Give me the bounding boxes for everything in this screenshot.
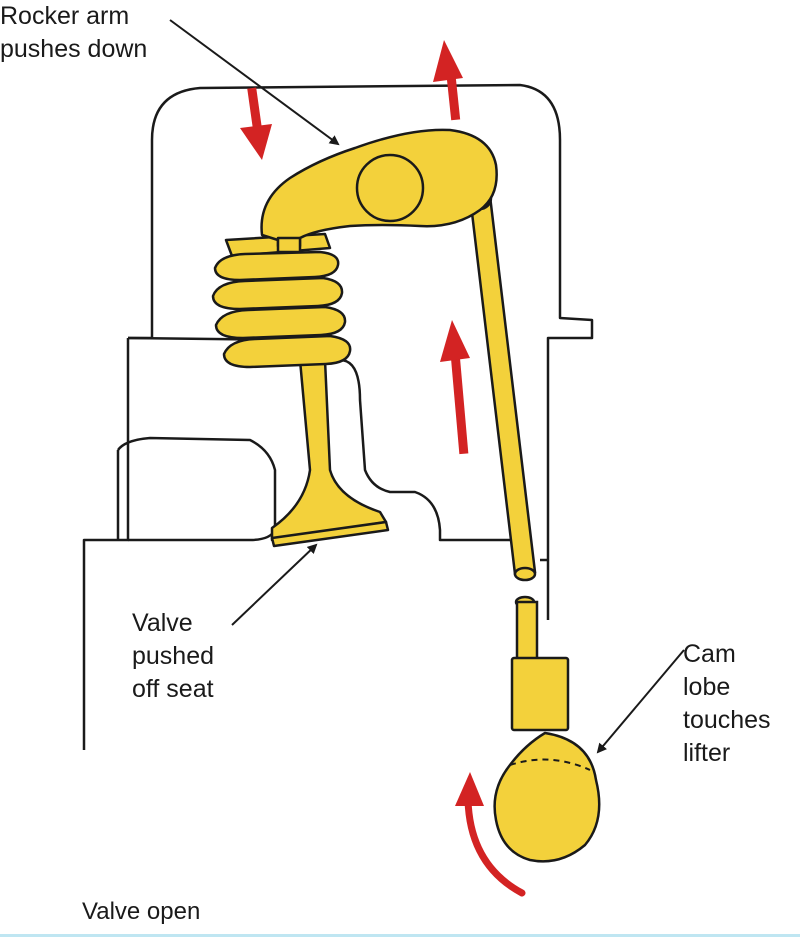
cam-label-line2: lobe: [683, 673, 731, 701]
valve-label-line3: off seat: [132, 675, 214, 703]
pushrod: [467, 185, 537, 582]
cam-lobe-label: Cam lobe touches lifter: [683, 638, 771, 770]
up-arrow-top: [433, 40, 463, 121]
cam-lobe: [493, 731, 601, 863]
lifter: [510, 595, 570, 732]
cam-label-line1: Cam: [683, 640, 736, 668]
rocker-arm-label: Rocker arm pushes down: [0, 0, 147, 66]
valve-label-line1: Valve: [132, 609, 193, 637]
cam-label-line3: touches: [683, 706, 771, 734]
motion-arrows: [240, 40, 470, 455]
cam-label-line4: lifter: [683, 739, 731, 767]
rocker-arm: [260, 128, 498, 254]
rocker-label-line2: pushes down: [0, 35, 148, 63]
figure-caption: Valve open: [82, 898, 201, 925]
cylinder-head-outline: [82, 83, 594, 750]
valve-spring: [211, 232, 352, 369]
down-arrow: [240, 87, 272, 160]
valve-label-line2: pushed: [132, 642, 215, 670]
valve-label: Valve pushed off seat: [132, 607, 214, 706]
bottom-accent-line: [0, 934, 800, 937]
up-arrow-pushrod: [440, 320, 470, 455]
rocker-label-line1: Rocker arm: [0, 2, 130, 30]
leader-lines: [169, 19, 685, 754]
rotation-arrow: [455, 772, 526, 897]
